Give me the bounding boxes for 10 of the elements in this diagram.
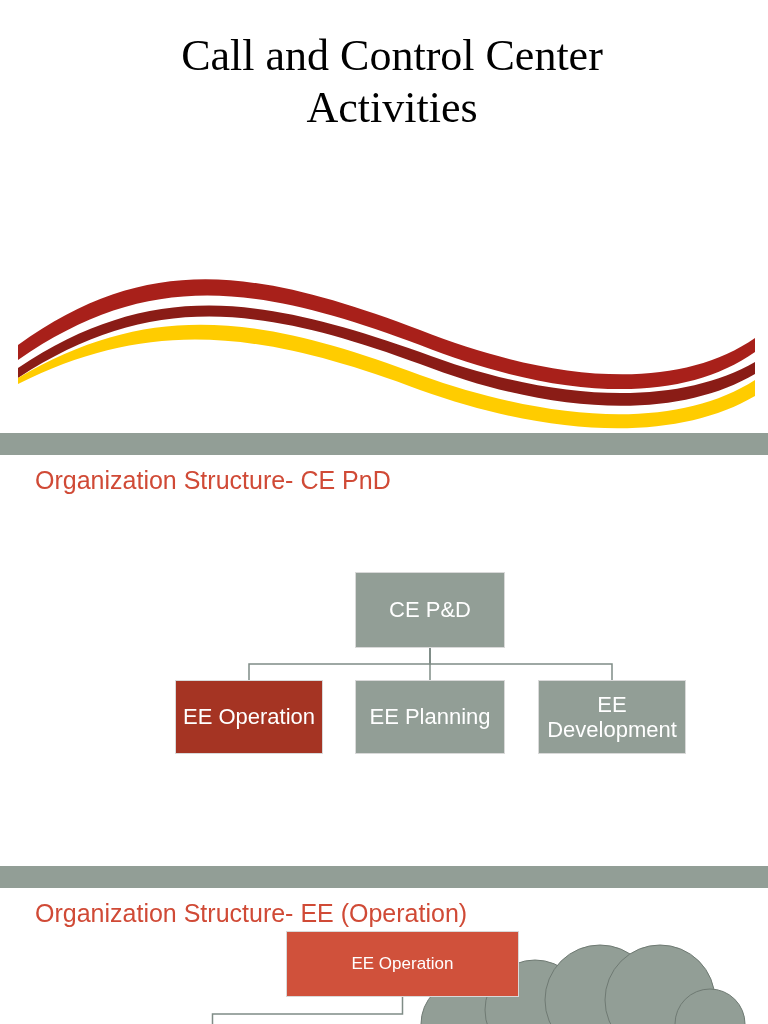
slide-heading: Organization Structure- CE PnD — [35, 466, 391, 495]
org-box: EE Operation — [286, 931, 519, 997]
org-box: EE Planning — [355, 680, 505, 754]
org-box: CE P&D — [355, 572, 505, 648]
org-box: EE Development — [538, 680, 686, 754]
slide-title: Call and Control Center Activities — [180, 30, 604, 134]
org-box: EE Operation — [175, 680, 323, 754]
connector-line — [429, 647, 613, 681]
slide-heading: Organization Structure- EE (Operation) — [35, 899, 468, 928]
connector-line — [211, 996, 404, 1024]
